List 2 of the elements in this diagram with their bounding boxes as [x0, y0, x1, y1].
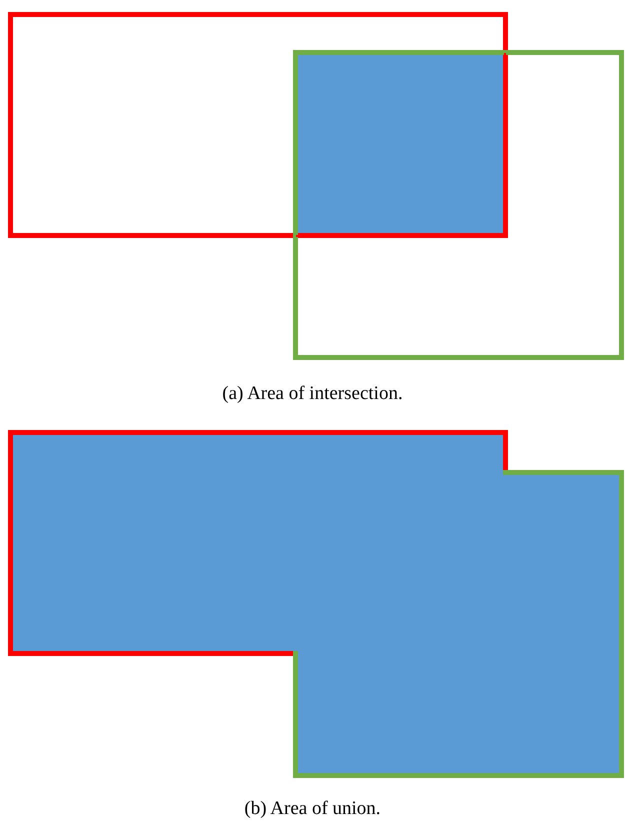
figure-caption: (a) Area of intersection. [222, 383, 403, 405]
figure-caption: (b) Area of union. [244, 798, 381, 820]
